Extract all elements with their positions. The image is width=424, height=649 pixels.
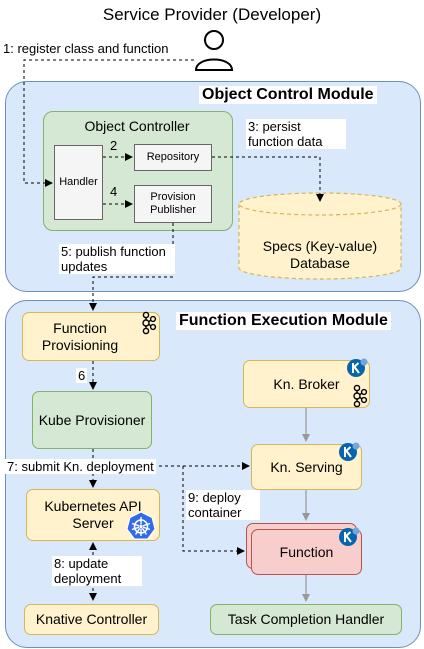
kubernetes-icon — [126, 511, 156, 540]
edge-5-label: 5: publish function updates — [59, 244, 175, 274]
object-control-module-title: Object Control Module — [199, 86, 377, 104]
database-label: Specs (Key-value) Database — [262, 238, 378, 271]
edge-7-label: 7: submit Kn. deployment — [5, 459, 156, 474]
function-execution-module-title: Function Execution Module — [176, 312, 391, 330]
edge-8-label: 8: update deployment — [52, 556, 142, 586]
edge-1 — [23, 59, 194, 187]
edge-9-label: 9: deploy container — [186, 490, 260, 520]
edge-9 — [182, 466, 245, 555]
edge-6-label: 6 — [76, 368, 88, 383]
page-title: Service Provider (Developer) — [102, 5, 322, 24]
function-provisioning-box[interactable]: Function Provisioning — [22, 312, 160, 361]
edge-4-label: 4 — [110, 184, 118, 199]
function-provisioning-label: Function Provisioning — [41, 319, 119, 353]
kn-broker-box[interactable]: Kn. Broker — [243, 360, 370, 408]
kafka-icon — [142, 311, 157, 335]
function-box[interactable]: Function — [251, 529, 362, 575]
edge-3-label: 3: persist function data — [246, 119, 346, 149]
object-controller-title: Object Controller — [84, 118, 190, 134]
provision-publisher-box[interactable]: Provision Publisher — [134, 185, 212, 223]
knative-icon — [347, 358, 368, 377]
kafka-icon — [353, 384, 368, 408]
edge-3 — [212, 156, 324, 202]
kubernetes-api-server-label: Kubernetes API Server — [44, 498, 142, 531]
handler-box[interactable]: Handler — [54, 145, 103, 220]
edge-1-label: 1: register class and function — [1, 41, 171, 56]
knative-controller-box[interactable]: Knative Controller — [24, 604, 159, 635]
kube-provisioner-box[interactable]: Kube Provisioner — [32, 391, 152, 449]
knative-icon — [339, 442, 360, 461]
knative-icon — [339, 527, 360, 546]
user-icon — [194, 30, 234, 71]
specs-database[interactable] — [236, 190, 404, 282]
task-completion-handler-box[interactable]: Task Completion Handler — [210, 604, 402, 635]
repository-box[interactable]: Repository — [134, 144, 212, 171]
edge-2-label: 2 — [110, 138, 118, 153]
